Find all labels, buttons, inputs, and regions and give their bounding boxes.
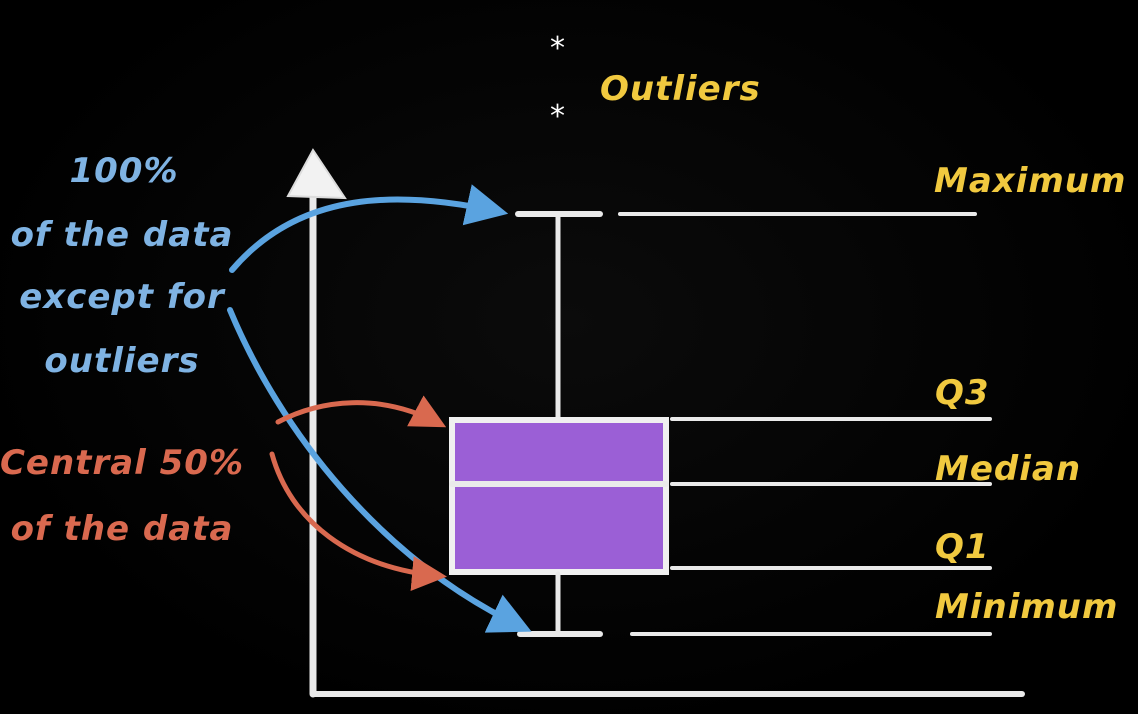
full-range-line-4: outliers [44, 341, 199, 381]
median-label: Median [935, 449, 1081, 489]
reference-lines [618, 212, 992, 636]
outliers-label: Outliers [600, 69, 761, 109]
outlier-marker: * [550, 99, 565, 134]
maximum-label: Maximum [934, 161, 1126, 201]
q1-label: Q1 [935, 527, 990, 567]
q3-label: Q3 [935, 373, 990, 413]
central-line-2: of the data [11, 509, 234, 549]
central-line-1: Central 50% [0, 443, 244, 483]
minimum-label: Minimum [935, 587, 1118, 627]
red-arrows [269, 395, 447, 591]
arrow-right-icon [269, 451, 447, 591]
interquartile-box [449, 417, 669, 575]
full-range-line-2: of the data [11, 215, 234, 255]
central-annotation: Central 50% of the data [0, 443, 244, 549]
arrow-right-icon [229, 184, 509, 273]
box-plot [449, 211, 669, 637]
full-range-line-3: except for [19, 277, 226, 317]
arrow-right-icon [275, 395, 447, 428]
full-range-line-1: 100% [69, 151, 178, 191]
axes [286, 148, 1025, 698]
outliers: * * [550, 31, 565, 134]
outlier-marker: * [550, 31, 565, 66]
arrow-right-icon [227, 307, 532, 633]
full-range-annotation: 100% of the data except for outliers [11, 151, 234, 381]
statistic-labels: Outliers Maximum Q3 Median Q1 Minimum [600, 69, 1126, 627]
triangle-up-icon [286, 148, 347, 200]
blue-arrows [227, 184, 532, 633]
